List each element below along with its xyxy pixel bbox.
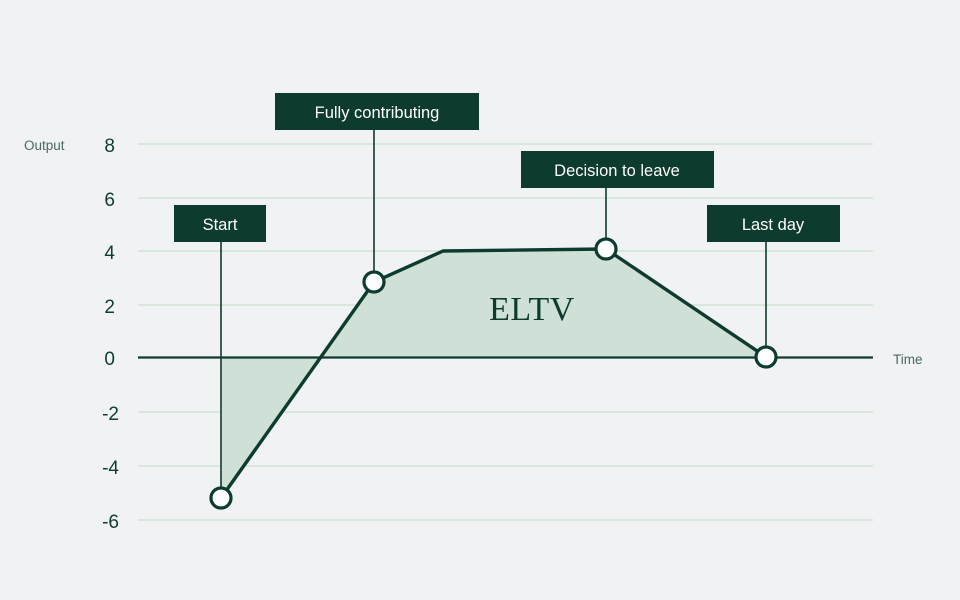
callout-stems [220, 130, 767, 498]
callout-last-day-label: Last day [742, 216, 805, 234]
y-tick-6: 6 [104, 190, 115, 211]
marker-fully-contributing[interactable] [362, 270, 386, 294]
callout-fully-contributing[interactable]: Fully contributing [275, 93, 479, 130]
callout-start-box[interactable] [174, 205, 266, 242]
callout-last-day[interactable]: Last day [707, 205, 840, 242]
eltv-series-line [219, 247, 768, 500]
series-markers [209, 237, 778, 510]
y-tick-8: 8 [104, 136, 115, 157]
series-label-eltv: ELTV [489, 291, 575, 328]
callout-fully-contributing-label: Fully contributing [315, 104, 440, 122]
callout-start[interactable]: Start [174, 205, 266, 242]
callout-start-label: Start [203, 216, 238, 234]
y-tick-0: 0 [104, 349, 115, 370]
y-tick-minus-6: -6 [102, 512, 119, 533]
callout-decision-to-leave-label: Decision to leave [554, 162, 680, 180]
y-tick-minus-2: -2 [102, 404, 119, 425]
series-area-group [221, 249, 766, 498]
marker-decision-to-leave[interactable] [594, 237, 618, 261]
area-above-zero [320, 249, 766, 358]
callout-last-day-box[interactable] [707, 205, 840, 242]
callout-decision-to-leave-box[interactable] [521, 151, 714, 188]
callout-fully-contributing-box[interactable] [275, 93, 479, 130]
y-tick-2: 2 [104, 297, 115, 318]
callout-decision-to-leave[interactable]: Decision to leave [521, 151, 714, 188]
y-tick-4: 4 [104, 243, 115, 264]
y-axis-tick-labels: 8 6 4 2 0 -2 -4 -6 [102, 136, 119, 533]
y-tick-minus-4: -4 [102, 458, 119, 479]
x-axis-name: Time [893, 352, 923, 367]
marker-start[interactable] [209, 486, 233, 510]
y-axis-name: Output [24, 138, 65, 153]
marker-last-day[interactable] [754, 345, 778, 369]
